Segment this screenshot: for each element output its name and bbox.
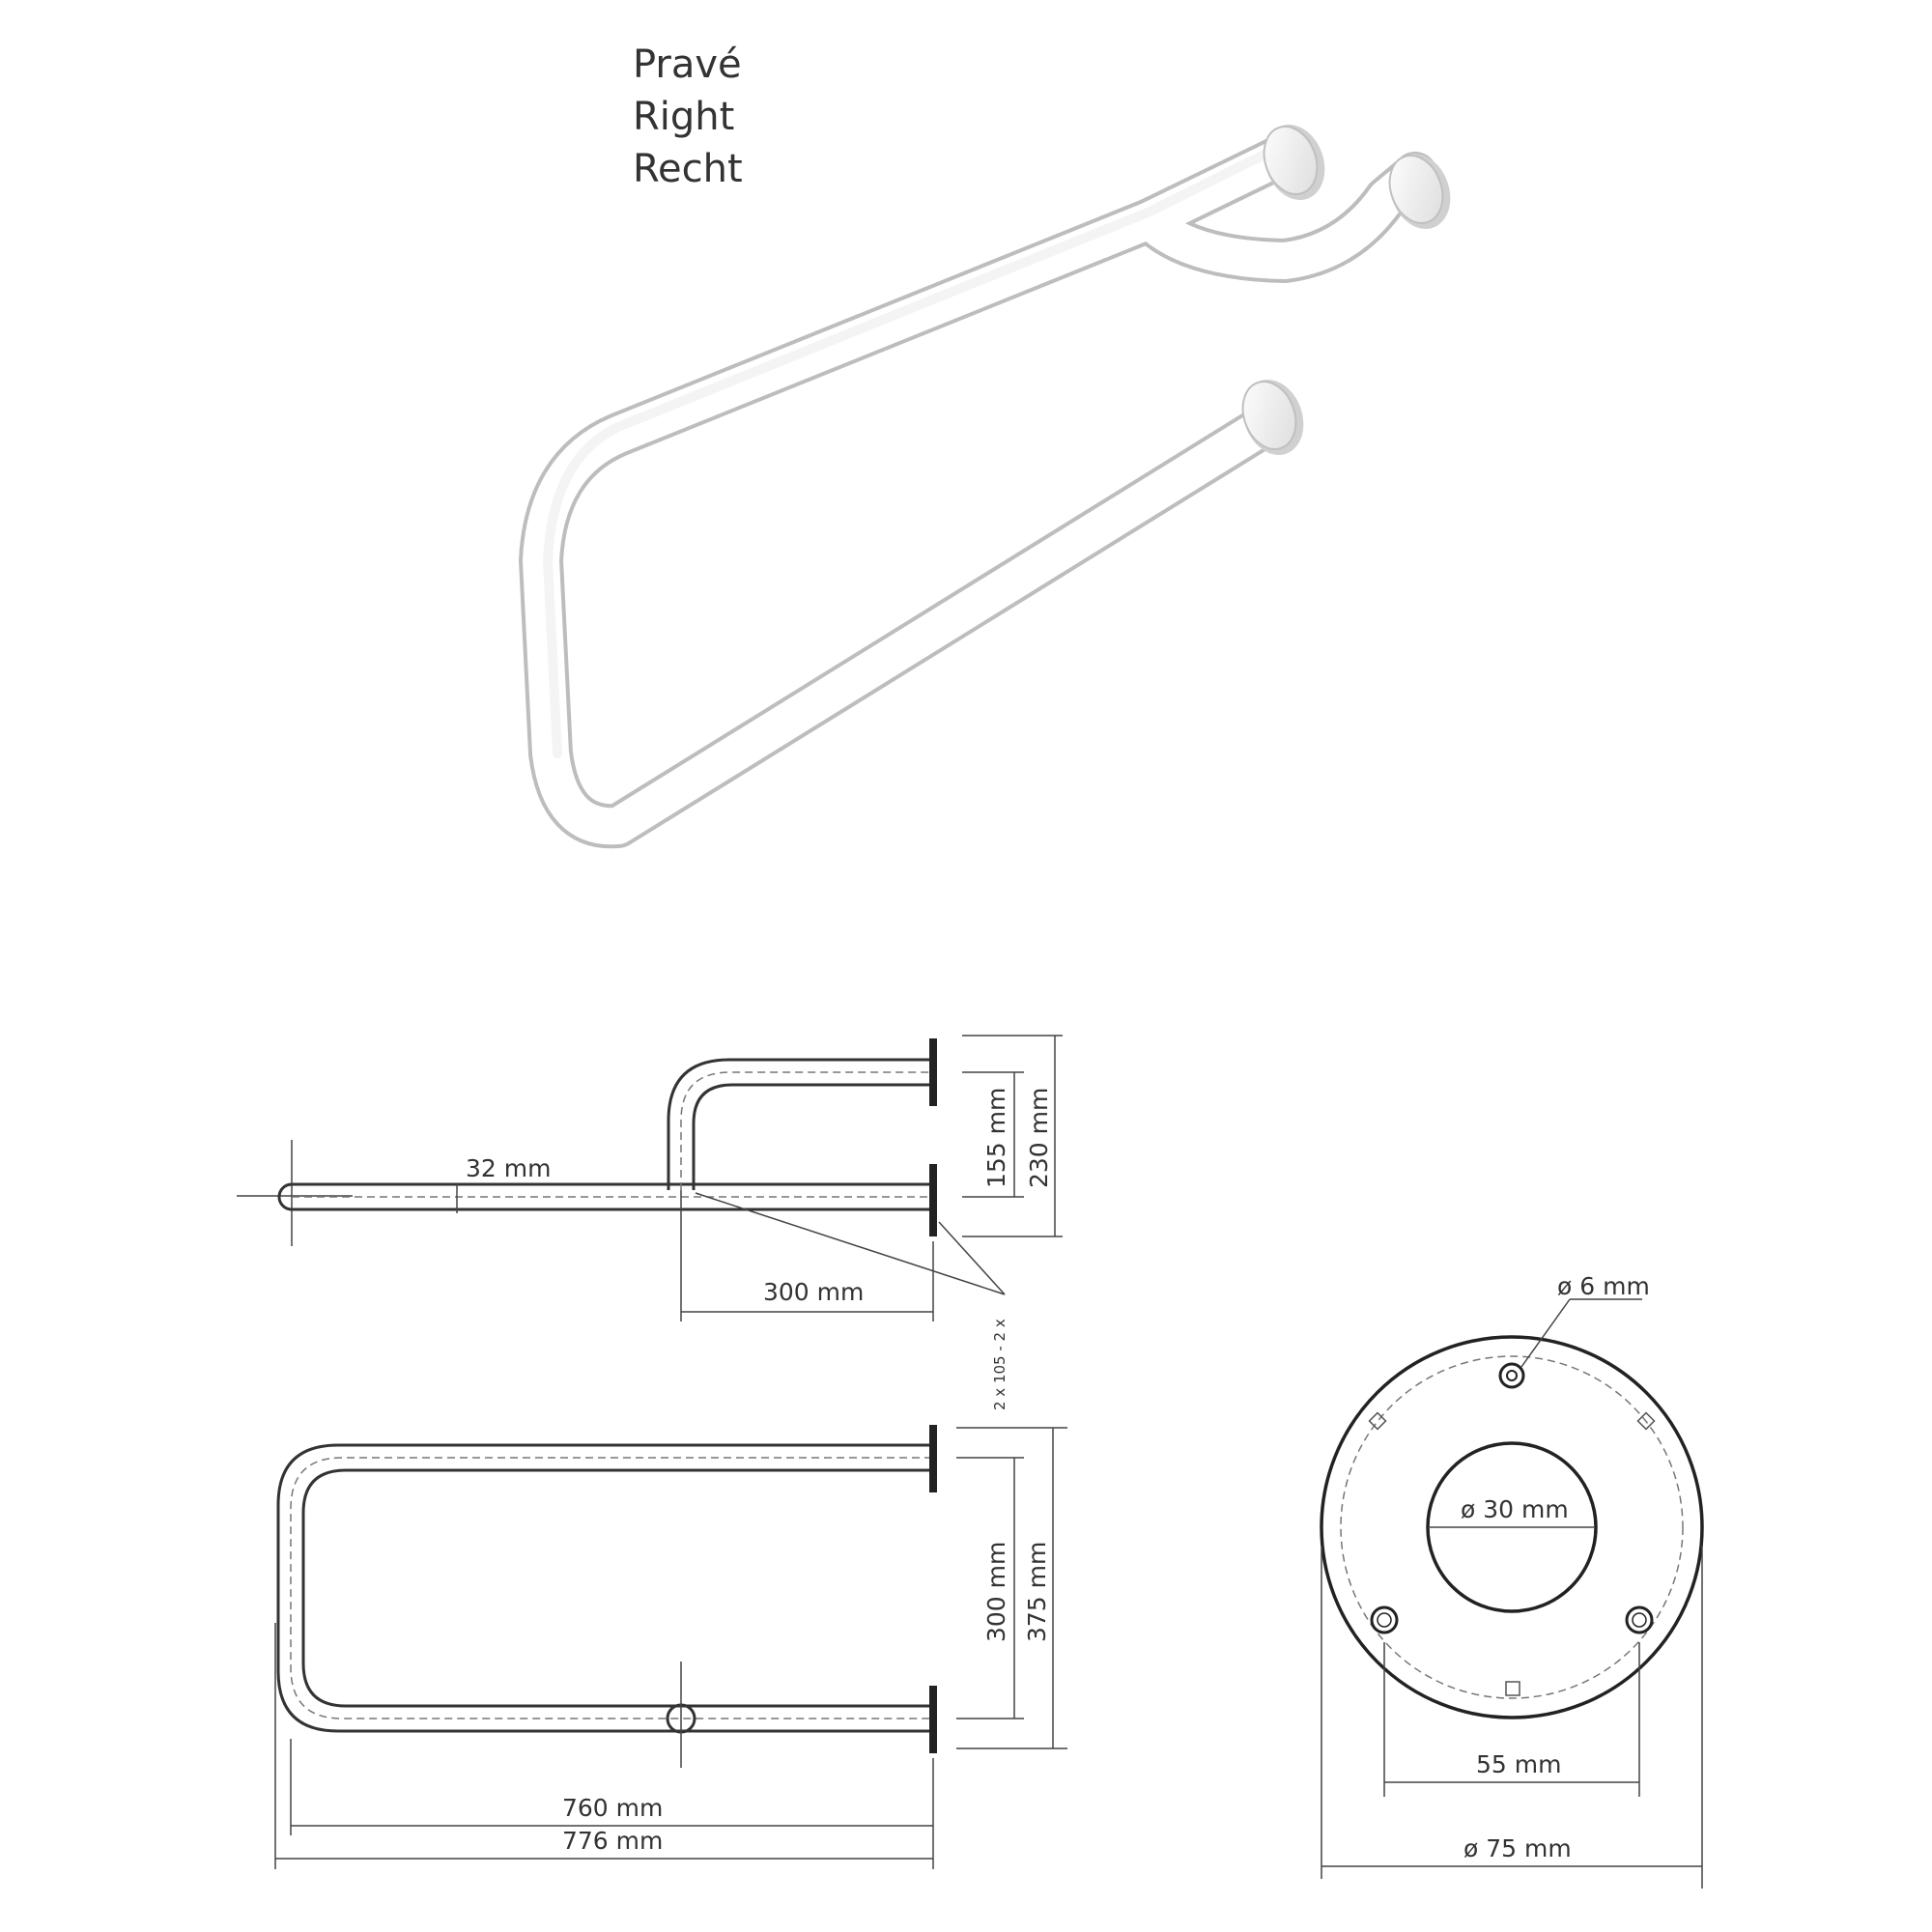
dim-tube-diameter: 32 mm bbox=[466, 1154, 551, 1182]
top-view-drawing: 300 mm 375 mm 760 mm 776 mm bbox=[274, 1425, 1067, 1869]
screw-hole-left bbox=[1370, 1605, 1399, 1634]
dim-width-375: 375 mm bbox=[1023, 1542, 1051, 1642]
wall-plate-top-right bbox=[1388, 154, 1451, 229]
dim-outer-75: ø 75 mm bbox=[1463, 1834, 1572, 1862]
dim-width-300: 300 mm bbox=[982, 1542, 1010, 1642]
dim-height-230: 230 mm bbox=[1025, 1088, 1053, 1188]
side-view-drawing: 32 mm 300 mm 2 x 105 - 2 x 155 mm 230 mm bbox=[237, 1035, 1063, 1410]
screw-hole-right bbox=[1625, 1605, 1654, 1634]
grab-bar-render bbox=[519, 125, 1451, 849]
variant-label-german: Recht bbox=[633, 147, 743, 191]
dim-offset-300: 300 mm bbox=[763, 1278, 864, 1306]
dim-spacing-55: 55 mm bbox=[1476, 1750, 1561, 1778]
wall-plate-top-left bbox=[1263, 125, 1325, 200]
dim-height-155: 155 mm bbox=[982, 1088, 1010, 1188]
product-variant-label: Pravé Right Recht bbox=[633, 39, 743, 195]
dim-screw-note: 2 x 105 - 2 x bbox=[991, 1319, 1009, 1410]
variant-label-english: Right bbox=[633, 95, 735, 139]
variant-label-czech: Pravé bbox=[633, 43, 742, 87]
wall-plate-front-view: ø 6 mm ø 30 mm 55 mm ø 75 mm bbox=[1320, 1272, 1704, 1889]
dim-inner-30: ø 30 mm bbox=[1461, 1495, 1569, 1523]
dim-length-760: 760 mm bbox=[562, 1794, 663, 1822]
dim-hole-6: ø 6 mm bbox=[1557, 1272, 1650, 1300]
wall-plate-bottom bbox=[1241, 380, 1304, 455]
dim-length-776: 776 mm bbox=[562, 1827, 663, 1855]
screw-hole-top bbox=[1498, 1362, 1525, 1389]
